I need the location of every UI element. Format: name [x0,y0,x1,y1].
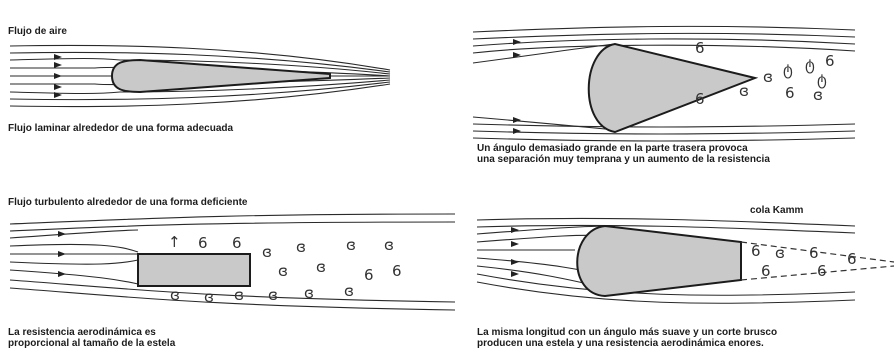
eddy-icon: ɞ [304,284,314,302]
eddy-icon: 6 [761,262,771,280]
eddy-icon: 6 [695,39,705,57]
eddy-icon: ტ [805,56,815,74]
eddy-icon: 6 [695,90,705,108]
eddy-icon: 6 [751,242,761,260]
eddy-icon: ↑ [168,233,181,251]
eddy-icon: ɞ [170,286,180,304]
eddy-icon: 6 [817,262,827,280]
eddy-icon: ɞ [775,244,785,262]
eddy-icon: ɞ [763,68,773,86]
eddy-icon: ɞ [344,282,354,300]
eddy-icon: ɞ [384,236,394,254]
eddy-icon: 6 [809,244,819,262]
eddy-icon: 6 [785,84,795,102]
eddy-icon: ɞ [262,243,272,261]
eddy-icon: 6 [847,250,857,268]
eddy-icon: ɞ [278,262,288,280]
turbulent-caption-1: La resistencia aerodinámica es [8,327,156,338]
eddy-icon: ɞ [739,82,749,100]
eddy-icon: 6 [825,52,835,70]
eddy-icon: 6 [198,234,208,252]
kamm-caption-1: La misma longitud con un ángulo más suav… [477,327,777,338]
turbulent-caption-2: proporcional al tamaño de la estela [8,338,175,349]
kamm-caption-2: producen una estela y una resistencia ae… [477,338,764,349]
eddy-icon: 6 [364,266,374,284]
eddy-icon: ɞ [813,86,823,104]
panel-steep-angle: 6 ɞ ტ ტ 6 ტ ɞ 6 ɞ 6 Un ángulo demasiado … [455,0,894,175]
flow-arrows [513,39,521,134]
steep-angle-caption-1: Un ángulo demasiado grande en la parte t… [477,143,748,154]
laminar-flow-diagram [0,0,440,175]
steep-angle-caption-2: una separación muy temprana y un aumento… [477,154,770,165]
eddy-icon: ɞ [346,236,356,254]
boxy-body [138,254,250,286]
eddy-icon: 6 [232,234,242,252]
eddy-icon: ɞ [296,238,306,256]
eddy-icon: ტ [783,61,793,79]
flow-arrows [54,54,62,98]
panel-laminar-flow: Flujo de aire Flujo laminar alrededor de… [0,0,440,175]
blunt-cone-body [589,44,755,132]
flow-arrows [58,231,66,277]
eddy-icon: 6 [392,262,402,280]
eddy-icon: ɞ [316,258,326,276]
panel-kamm-tail: cola Kamm 6 ɞ 6 6 6 [455,180,894,356]
eddy-icon: ɞ [234,286,244,304]
eddy-icon: ɞ [268,286,278,304]
kamm-tail-body [577,226,741,296]
eddy-icon: ɞ [204,288,214,306]
panel-turbulent-flow: Flujo turbulento alrededor de una forma … [0,180,455,356]
laminar-caption: Flujo laminar alrededor de una forma ade… [8,123,233,134]
flow-arrows [511,227,519,277]
